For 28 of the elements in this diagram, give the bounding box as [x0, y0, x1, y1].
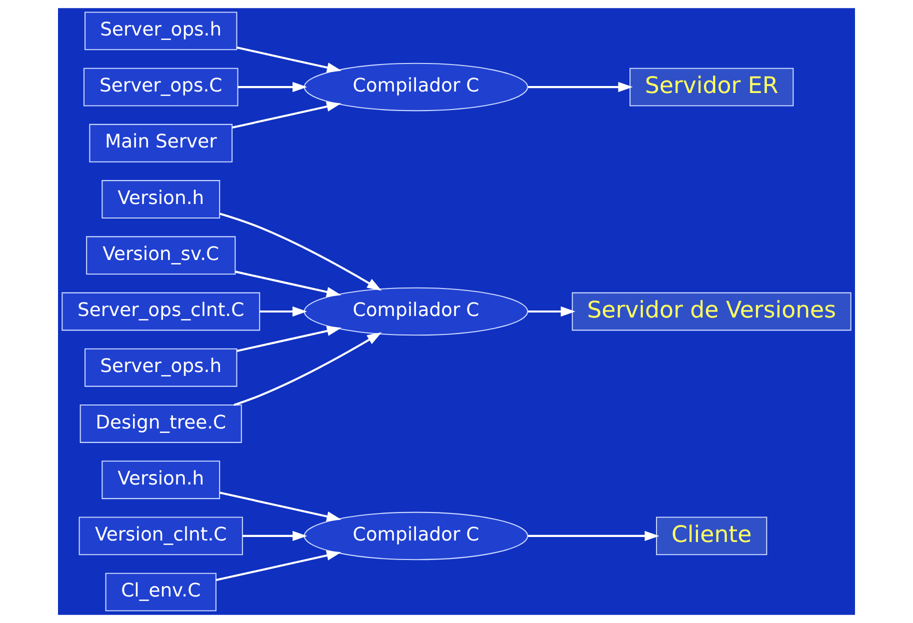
- node-box: Cliente: [656, 516, 768, 556]
- node-box: Server_ops.h: [84, 348, 238, 387]
- arrow: [528, 530, 660, 542]
- arrow: [232, 102, 342, 129]
- node-box: Servidor de Versiones: [572, 292, 852, 331]
- arrow: [236, 326, 342, 352]
- arrow: [242, 530, 308, 542]
- node-box: Server_ops_clnt.C: [62, 292, 260, 331]
- arrow: [238, 82, 308, 92]
- node-box: Main Server: [89, 124, 233, 162]
- node-box: Version.h: [102, 180, 220, 218]
- arrow: [236, 46, 342, 73]
- node-box: Servidor ER: [630, 68, 794, 106]
- arrow: [235, 270, 342, 297]
- arrow: [528, 82, 633, 92]
- arrow: [528, 306, 576, 317]
- arrow: [219, 492, 342, 522]
- arrow: [216, 550, 342, 582]
- node-box: Version.h: [102, 460, 220, 500]
- arrow: [260, 306, 308, 317]
- node-box: Server_ops.C: [83, 68, 238, 106]
- node-box: Cl_env.C: [105, 572, 216, 612]
- node-box: Version_sv.C: [86, 236, 236, 275]
- node-box: Server_ops.h: [84, 12, 238, 50]
- arrow: [234, 332, 382, 406]
- node-box: Design_tree.C: [80, 404, 242, 443]
- arrow: [220, 212, 382, 291]
- node-box: Version_clnt.C: [78, 516, 243, 556]
